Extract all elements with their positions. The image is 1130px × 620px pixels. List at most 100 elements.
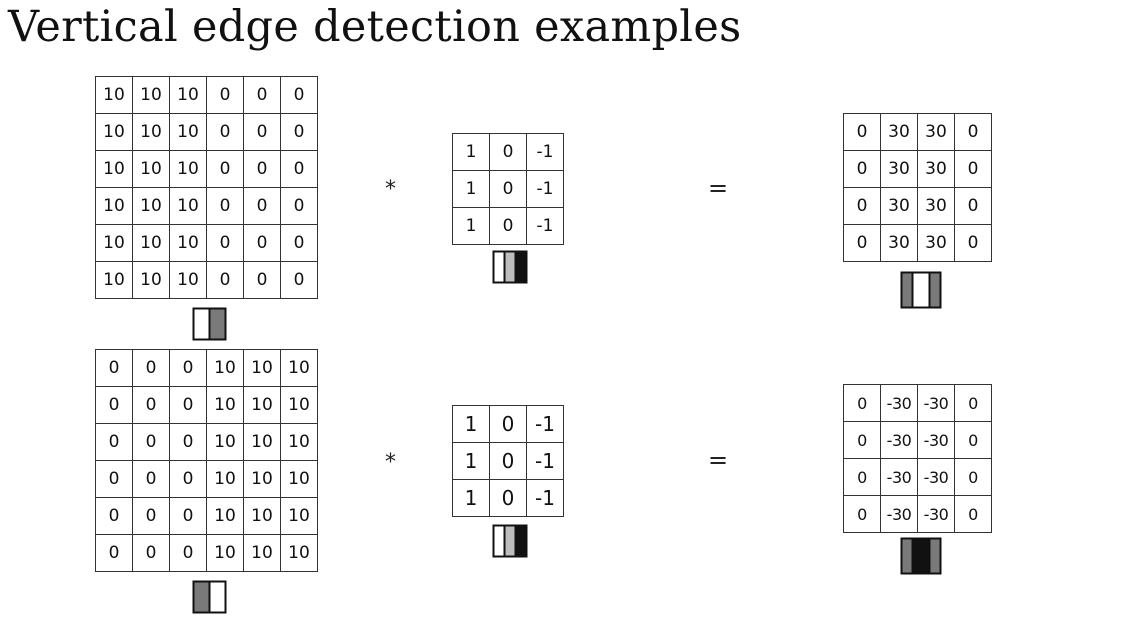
matrix-cell: 0 — [843, 113, 881, 151]
matrix-cell: -1 — [526, 405, 564, 443]
matrix-cell: 30 — [880, 150, 918, 188]
matrix-cell: 10 — [206, 423, 244, 461]
matrix-cell: 10 — [169, 261, 207, 299]
convolution-operator-1: * — [385, 177, 396, 202]
matrix-cell: 0 — [132, 534, 170, 572]
matrix-cell: 0 — [843, 421, 881, 459]
matrix-cell: 0 — [280, 150, 318, 188]
matrix-cell: 0 — [206, 76, 244, 114]
matrix-cell: 0 — [206, 261, 244, 299]
matrix-cell: 30 — [917, 113, 955, 151]
matrix-cell: 30 — [880, 113, 918, 151]
matrix-cell: 0 — [489, 442, 527, 480]
matrix-cell: 0 — [95, 534, 133, 572]
matrix-cell: 10 — [132, 113, 170, 151]
matrix-cell: 10 — [206, 386, 244, 424]
matrix-cell: 10 — [206, 460, 244, 498]
matrix-cell: 0 — [843, 495, 881, 533]
matrix-cell: 10 — [243, 497, 281, 535]
matrix-cell: 10 — [206, 534, 244, 572]
matrix-cell: 0 — [95, 386, 133, 424]
matrix-cell: 10 — [243, 534, 281, 572]
matrix-cell: 10 — [243, 423, 281, 461]
matrix-cell: 10 — [280, 349, 318, 387]
matrix-cell: -30 — [880, 384, 918, 422]
matrix-cell: -1 — [526, 479, 564, 517]
matrix-cell: 0 — [489, 405, 527, 443]
matrix-cell: 10 — [280, 460, 318, 498]
matrix-cell: 0 — [169, 497, 207, 535]
bright-dark-edge-icon — [192, 307, 227, 341]
matrix-cell: 0 — [843, 458, 881, 496]
matrix-cell: 10 — [95, 187, 133, 225]
matrix-cell: -30 — [917, 458, 955, 496]
matrix-cell: 0 — [169, 460, 207, 498]
matrix-cell: 30 — [880, 224, 918, 262]
matrix-cell: -1 — [526, 207, 564, 245]
matrix-cell: 0 — [954, 113, 992, 151]
matrix-cell: 0 — [243, 261, 281, 299]
matrix-cell: 0 — [132, 386, 170, 424]
matrix-cell: 10 — [206, 497, 244, 535]
matrix-cell: 0 — [280, 113, 318, 151]
matrix-cell: 0 — [243, 76, 281, 114]
matrix-cell: 30 — [917, 150, 955, 188]
matrix-cell: 10 — [95, 224, 133, 262]
matrix-cell: 0 — [843, 224, 881, 262]
matrix-cell: 0 — [206, 150, 244, 188]
filter-gradient-icon — [492, 250, 528, 284]
output-bright-band-icon — [900, 271, 942, 309]
dark-bright-edge-icon — [192, 580, 227, 614]
matrix-cell: 10 — [95, 76, 133, 114]
matrix-cell: 1 — [452, 479, 490, 517]
matrix-cell: 0 — [489, 207, 527, 245]
matrix-cell: 0 — [954, 187, 992, 225]
matrix-cell: 0 — [954, 421, 992, 459]
matrix-cell: 10 — [132, 150, 170, 188]
matrix-cell: 0 — [843, 150, 881, 188]
filter-gradient-icon-2 — [492, 524, 528, 558]
matrix-cell: 0 — [132, 349, 170, 387]
matrix-cell: 10 — [132, 224, 170, 262]
matrix-cell: 0 — [489, 170, 527, 208]
matrix-cell: 10 — [280, 386, 318, 424]
matrix-cell: -30 — [880, 421, 918, 459]
matrix-cell: 10 — [243, 386, 281, 424]
matrix-cell: -30 — [880, 495, 918, 533]
matrix-cell: 30 — [917, 187, 955, 225]
matrix-cell: 10 — [169, 187, 207, 225]
matrix-cell: 1 — [452, 170, 490, 208]
matrix-cell: 0 — [954, 224, 992, 262]
matrix-cell: 10 — [169, 224, 207, 262]
matrix-cell: 0 — [843, 187, 881, 225]
matrix-cell: 0 — [169, 349, 207, 387]
matrix-cell: -30 — [917, 495, 955, 533]
matrix-cell: -30 — [917, 384, 955, 422]
matrix-cell: 0 — [169, 386, 207, 424]
matrix-cell: 0 — [280, 261, 318, 299]
matrix-cell: 0 — [280, 224, 318, 262]
matrix-cell: 10 — [132, 187, 170, 225]
matrix-cell: 1 — [452, 207, 490, 245]
matrix-cell: 0 — [206, 113, 244, 151]
matrix-cell: 10 — [280, 534, 318, 572]
output-dark-band-icon — [900, 537, 942, 575]
matrix-cell: 10 — [169, 76, 207, 114]
matrix-cell: 10 — [169, 150, 207, 188]
